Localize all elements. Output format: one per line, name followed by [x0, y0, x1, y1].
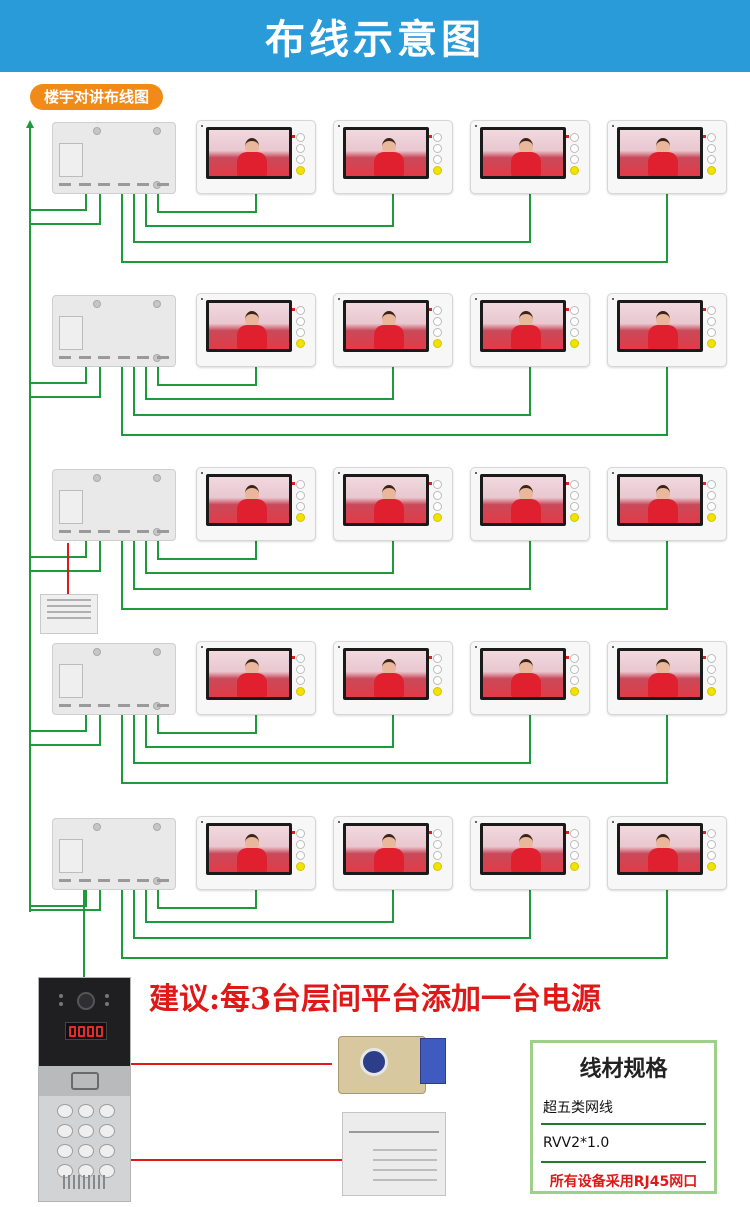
cable-spec-box: 线材规格 超五类网线 RVV2*1.0 所有设备采用RJ45网口	[530, 1040, 717, 1194]
bus-wire	[121, 539, 668, 610]
riser-wire	[30, 194, 101, 225]
bus-wire	[145, 888, 394, 923]
floor-decoder	[52, 643, 176, 715]
indoor-monitor	[470, 816, 590, 890]
speaker-grille	[63, 1175, 107, 1189]
arrow-up-icon	[26, 120, 34, 128]
indoor-monitor	[470, 293, 590, 367]
page-title: 布线示意图	[265, 17, 485, 63]
keypad	[57, 1104, 115, 1178]
indoor-monitor	[333, 467, 453, 541]
bus-wire	[133, 192, 531, 243]
riser-wire	[29, 541, 87, 563]
indoor-monitor	[333, 293, 453, 367]
bus-wire	[145, 713, 394, 748]
bus-wire	[121, 713, 668, 784]
indoor-monitor	[607, 467, 727, 541]
indoor-monitor	[607, 293, 727, 367]
bus-wire	[133, 539, 531, 590]
bus-wire	[157, 539, 257, 560]
door-station-head	[39, 978, 130, 1066]
spec-divider	[541, 1123, 706, 1125]
camera-icon	[77, 992, 95, 1010]
floor-decoder	[52, 818, 176, 890]
card-reader	[39, 1066, 130, 1096]
bus-wire	[157, 192, 257, 213]
riser-wire	[29, 715, 87, 737]
door-station	[38, 977, 131, 1202]
riser-wire	[29, 890, 101, 911]
riser-wire	[29, 194, 87, 216]
bus-wire	[121, 192, 668, 263]
indoor-monitor	[470, 467, 590, 541]
lock-cylinder-icon	[360, 1048, 388, 1076]
diagram-tag: 楼宇对讲布线图	[30, 84, 164, 110]
rfid-icon	[70, 1072, 99, 1090]
bus-wire	[145, 192, 394, 227]
door-power-supply	[342, 1112, 446, 1196]
indoor-monitor	[196, 467, 316, 541]
advice-text: 建议:每3台层间平台添加一台电源	[149, 982, 601, 1017]
digit-display	[65, 1022, 107, 1040]
bus-wire	[121, 888, 668, 959]
indoor-monitor	[607, 816, 727, 890]
indoor-monitor	[470, 641, 590, 715]
floor-decoder	[52, 122, 176, 194]
indoor-monitor	[333, 641, 453, 715]
indoor-monitor	[196, 293, 316, 367]
floor-decoder	[52, 295, 176, 367]
riser-wire	[30, 715, 101, 746]
indoor-monitor	[470, 120, 590, 194]
riser-wire	[29, 367, 87, 389]
bus-wire	[145, 365, 394, 400]
riser-wire	[30, 367, 101, 398]
spec-note: 所有设备采用RJ45网口	[549, 1174, 698, 1190]
riser-wire	[30, 541, 101, 572]
bus-wire	[121, 365, 668, 436]
electric-lock	[332, 1030, 450, 1094]
bus-wire	[157, 365, 257, 386]
floor-decoder	[52, 469, 176, 541]
bus-wire	[133, 365, 531, 416]
spec-item-cat5e: 超五类网线	[543, 1100, 613, 1116]
indoor-monitor	[333, 816, 453, 890]
spec-item-rvv: RVV2*1.0	[543, 1135, 610, 1151]
title-banner: 布线示意图	[0, 0, 750, 72]
spec-title: 线材规格	[579, 1057, 668, 1082]
bus-wire	[133, 888, 531, 939]
spec-divider	[541, 1161, 706, 1163]
indoor-monitor	[607, 120, 727, 194]
bus-wire	[157, 713, 257, 734]
indoor-monitor	[333, 120, 453, 194]
floor-power-supply	[40, 594, 98, 634]
indoor-monitor	[607, 641, 727, 715]
indoor-monitor	[196, 816, 316, 890]
bus-wire	[133, 713, 531, 764]
bus-wire	[145, 539, 394, 574]
indoor-monitor	[196, 120, 316, 194]
bus-wire	[157, 888, 257, 909]
riser-wire	[29, 890, 87, 912]
indoor-monitor	[196, 641, 316, 715]
